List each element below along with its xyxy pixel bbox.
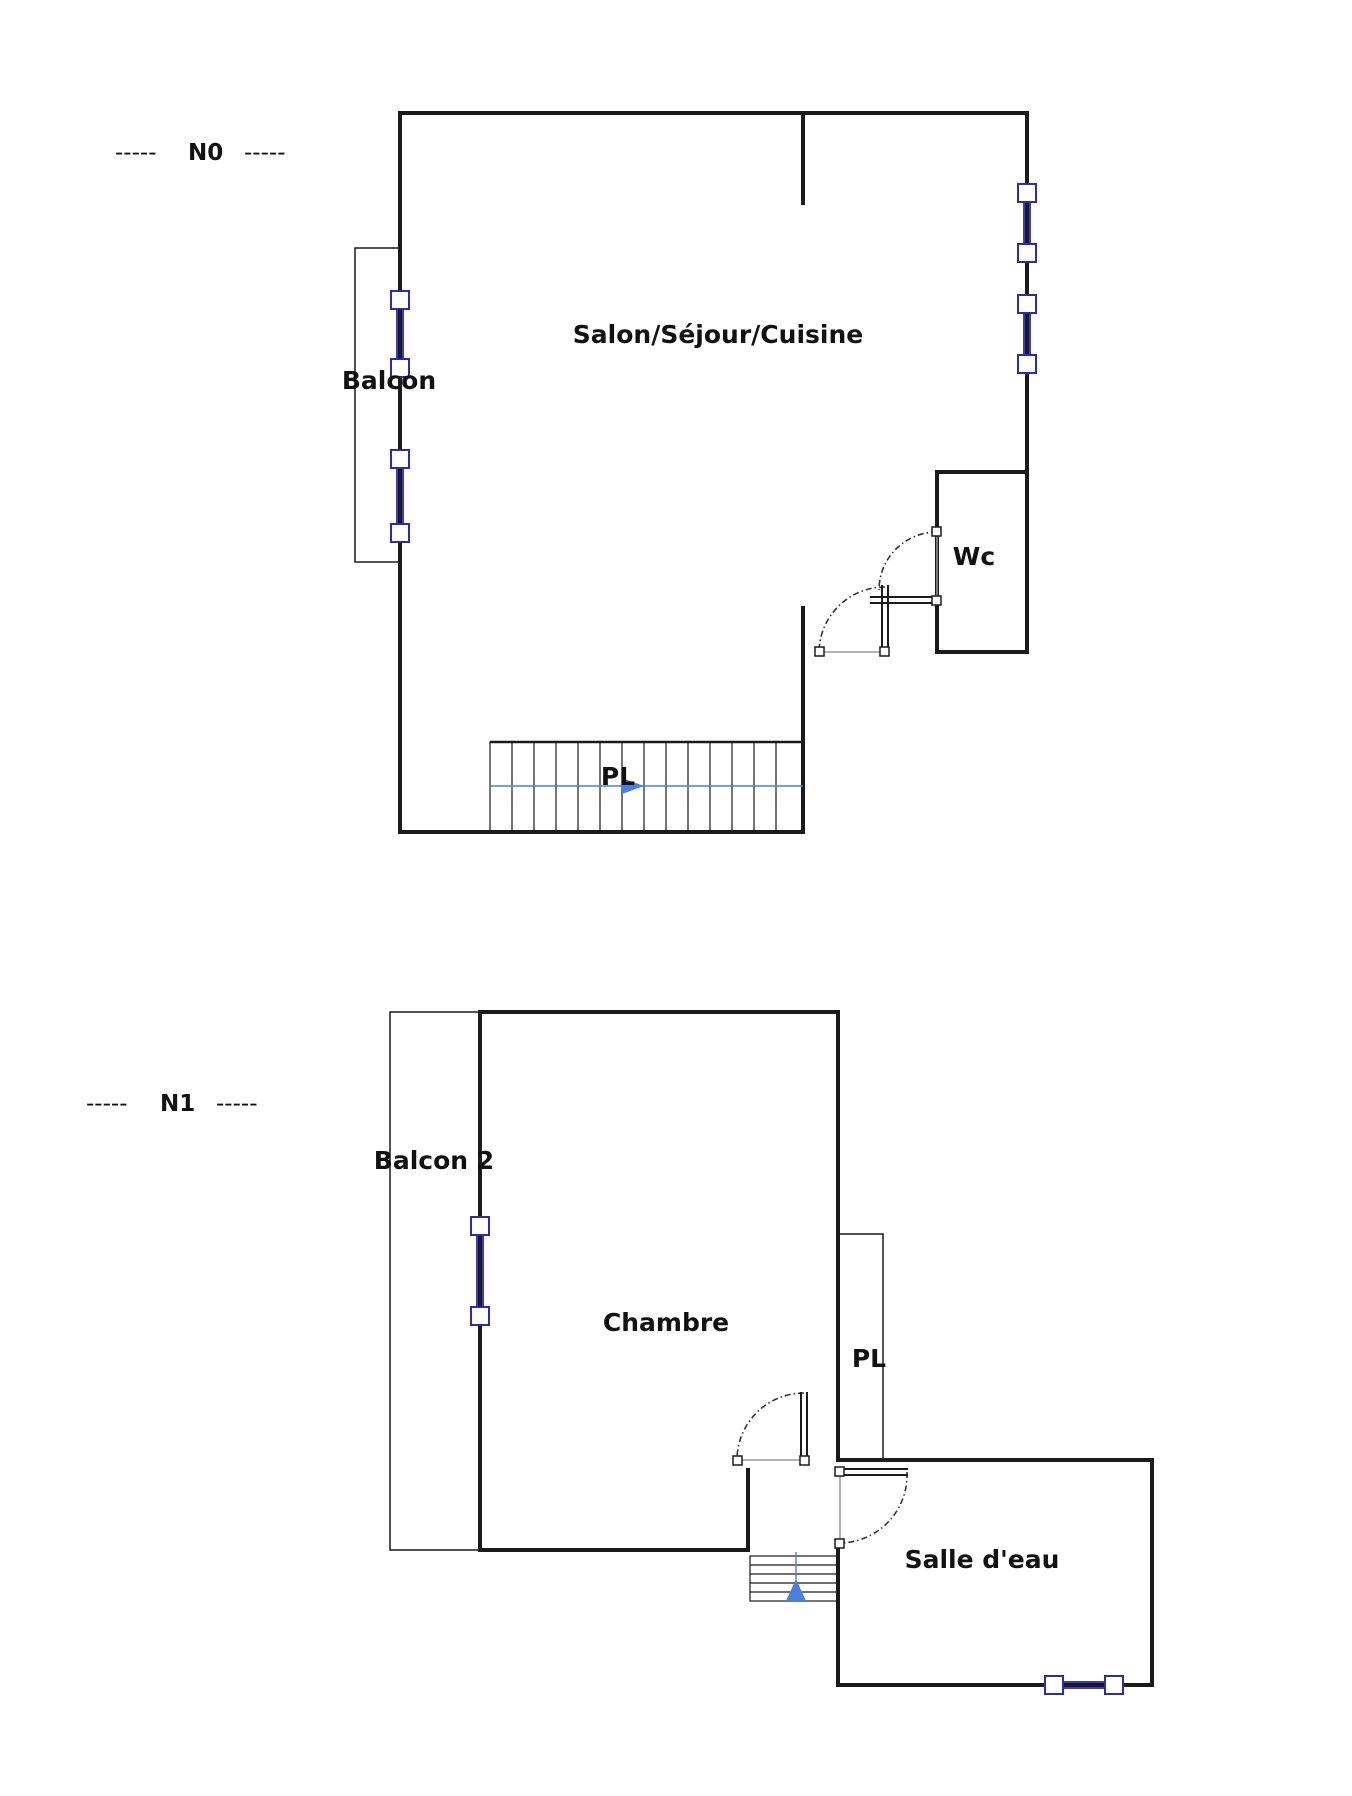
window-left-upper	[390, 290, 410, 378]
level-n0: ----- N0 -----	[115, 111, 1037, 834]
stairs-n1	[749, 1552, 839, 1602]
stairs-n0	[489, 740, 804, 833]
window-right-lower	[1017, 294, 1037, 374]
salon-walls	[398, 111, 1029, 834]
room-label-wc: Wc	[953, 542, 995, 571]
salle-eau-walls	[836, 1458, 1154, 1687]
door-salon	[814, 585, 890, 657]
room-label-chambre: Chambre	[603, 1308, 729, 1337]
balcon2-outline	[389, 1011, 481, 1551]
stairs-label-n0: PL	[601, 762, 635, 791]
level-n1-dashes-left: -----	[86, 1091, 128, 1117]
window-salle-eau	[1044, 1675, 1124, 1695]
room-label-salle-eau: Salle d'eau	[905, 1545, 1060, 1574]
room-label-balcon: Balcon	[342, 366, 436, 395]
level-n1: ----- N1 -----	[86, 1010, 1154, 1695]
stairs-n1-arrow-icon	[786, 1579, 806, 1601]
window-left-lower	[390, 449, 410, 543]
door-wc	[870, 526, 942, 606]
level-n1-label: N1	[160, 1091, 195, 1117]
window-right-upper	[1017, 183, 1037, 263]
room-label-balcon2: Balcon 2	[374, 1146, 494, 1175]
chambre-walls	[478, 1010, 840, 1552]
room-label-salon: Salon/Séjour/Cuisine	[573, 320, 863, 349]
level-n0-label: N0	[188, 140, 223, 166]
window-chambre	[470, 1216, 490, 1326]
stairs-label-n1: PL	[852, 1344, 886, 1373]
level-n0-dashes-right: -----	[244, 140, 286, 166]
level-n0-dashes-left: -----	[115, 140, 157, 166]
level-n1-dashes-right: -----	[216, 1091, 258, 1117]
stairs-n0-arrow-icon	[622, 778, 644, 794]
door-chambre	[732, 1392, 810, 1466]
door-salle-eau	[834, 1466, 908, 1549]
